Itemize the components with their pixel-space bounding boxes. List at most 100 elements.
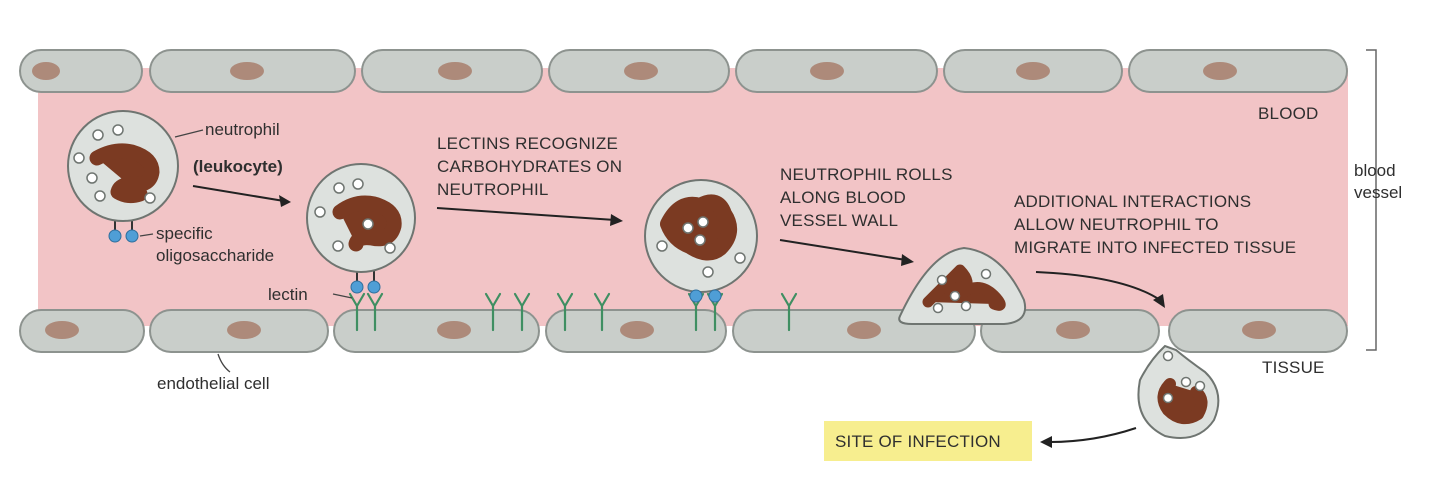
endothelial-nucleus bbox=[45, 321, 79, 339]
endothelial-nucleus bbox=[230, 62, 264, 80]
granule bbox=[936, 274, 948, 286]
endothelial-nucleus bbox=[1016, 62, 1050, 80]
step-migrate-line-2: ALLOW NEUTROPHIL TO bbox=[1014, 215, 1219, 234]
label-neutrophil: neutrophil bbox=[205, 120, 280, 139]
granule bbox=[314, 206, 326, 218]
neutrophil-2 bbox=[306, 163, 416, 294]
bottom-endothelium bbox=[19, 309, 1348, 353]
granule bbox=[362, 218, 374, 230]
leader-endothelial-cell bbox=[217, 353, 231, 373]
label-leukocyte: (leukocyte) bbox=[193, 157, 283, 176]
lectin-receptor bbox=[556, 292, 574, 332]
granule bbox=[734, 252, 746, 264]
neutrophil-1 bbox=[67, 110, 179, 243]
granule bbox=[949, 290, 961, 302]
arrow-3 bbox=[779, 239, 907, 261]
oligosaccharide bbox=[708, 289, 722, 303]
granule bbox=[1180, 376, 1192, 388]
granule bbox=[960, 300, 972, 312]
step-recognize-line-2: CARBOHYDRATES ON bbox=[437, 157, 622, 176]
granule bbox=[1162, 392, 1174, 404]
granule bbox=[932, 302, 944, 314]
endothelial-nucleus bbox=[32, 62, 60, 80]
endothelial-nucleus bbox=[847, 321, 881, 339]
endothelial-nucleus bbox=[810, 62, 844, 80]
arrow-4 bbox=[1035, 271, 1161, 301]
site-of-infection-highlight bbox=[824, 421, 1032, 461]
label-blood-vessel-2: vessel bbox=[1354, 183, 1402, 202]
lectin-receptor bbox=[348, 292, 366, 332]
granule bbox=[682, 222, 694, 234]
endothelial-cell bbox=[1128, 49, 1348, 93]
lectins bbox=[348, 292, 798, 332]
granule bbox=[144, 192, 156, 204]
endothelial-nucleus bbox=[620, 321, 654, 339]
lectin-receptor bbox=[593, 292, 611, 332]
granule bbox=[702, 266, 714, 278]
oligosaccharide bbox=[350, 280, 364, 294]
labels: neutrophil (leukocyte) specific oligosac… bbox=[156, 104, 1402, 451]
granule bbox=[656, 240, 668, 252]
granule bbox=[86, 172, 98, 184]
arrow-1 bbox=[192, 185, 285, 202]
endothelial-cell bbox=[19, 309, 145, 353]
endothelial-cell bbox=[333, 309, 540, 353]
oligosaccharide bbox=[108, 229, 122, 243]
arrowhead-2 bbox=[610, 214, 623, 226]
leader-lines bbox=[139, 129, 353, 373]
oligosaccharide bbox=[125, 229, 139, 243]
arrowhead-5 bbox=[1040, 436, 1052, 448]
process-arrows bbox=[192, 185, 1165, 448]
arrow-2 bbox=[436, 207, 616, 221]
step-rolls-line-2: ALONG BLOOD bbox=[780, 188, 906, 207]
endothelial-nucleus bbox=[1203, 62, 1237, 80]
endothelial-nucleus bbox=[438, 62, 472, 80]
arrowhead-3 bbox=[901, 254, 914, 266]
endothelial-nucleus bbox=[1056, 321, 1090, 339]
step-migrate-line-1: ADDITIONAL INTERACTIONS bbox=[1014, 192, 1251, 211]
neutrophil-nucleus bbox=[660, 194, 738, 261]
lectin-receptor bbox=[513, 292, 531, 332]
oligosaccharide bbox=[689, 289, 703, 303]
endothelial-nucleus bbox=[624, 62, 658, 80]
arrowhead-1 bbox=[279, 195, 291, 207]
neutrophil-3 bbox=[644, 179, 758, 303]
granule bbox=[352, 178, 364, 190]
granule bbox=[1162, 350, 1174, 362]
label-tissue: TISSUE bbox=[1262, 358, 1325, 377]
granule bbox=[384, 242, 396, 254]
label-blood: BLOOD bbox=[1258, 104, 1319, 123]
step-migrate-line-3: MIGRATE INTO INFECTED TISSUE bbox=[1014, 238, 1296, 257]
label-site-of-infection: SITE OF INFECTION bbox=[835, 432, 1001, 451]
top-endothelium bbox=[19, 49, 1348, 93]
step-rolls-line-3: VESSEL WALL bbox=[780, 211, 898, 230]
leader-lectin bbox=[332, 293, 353, 299]
neutrophil-5 bbox=[1137, 344, 1220, 439]
neutrophil-nucleus bbox=[89, 143, 160, 204]
leader-oligosaccharide bbox=[139, 233, 154, 237]
granule bbox=[332, 240, 344, 252]
label-lectin: lectin bbox=[268, 285, 308, 304]
endothelial-nucleus bbox=[437, 321, 471, 339]
endothelial-nucleus bbox=[227, 321, 261, 339]
granule bbox=[73, 152, 85, 164]
granule bbox=[980, 268, 992, 280]
endothelial-cell bbox=[19, 49, 143, 93]
granule bbox=[697, 216, 709, 228]
granule bbox=[1194, 380, 1206, 392]
blood-vessel-bracket bbox=[1366, 49, 1377, 351]
step-recognize-line-1: LECTINS RECOGNIZE bbox=[437, 134, 618, 153]
neutrophil-nucleus bbox=[922, 264, 1006, 311]
neutrophil-4 bbox=[898, 246, 1026, 325]
leader-neutrophil bbox=[174, 129, 204, 138]
step-rolls-line-1: NEUTROPHIL ROLLS bbox=[780, 165, 953, 184]
granule bbox=[694, 234, 706, 246]
granule bbox=[92, 129, 104, 141]
granule bbox=[333, 182, 345, 194]
granule bbox=[94, 190, 106, 202]
step-recognize-line-3: NEUTROPHIL bbox=[437, 180, 549, 199]
arrowhead-4 bbox=[1153, 294, 1165, 308]
lectin-receptor bbox=[366, 292, 384, 332]
lectin-receptor bbox=[780, 292, 798, 332]
